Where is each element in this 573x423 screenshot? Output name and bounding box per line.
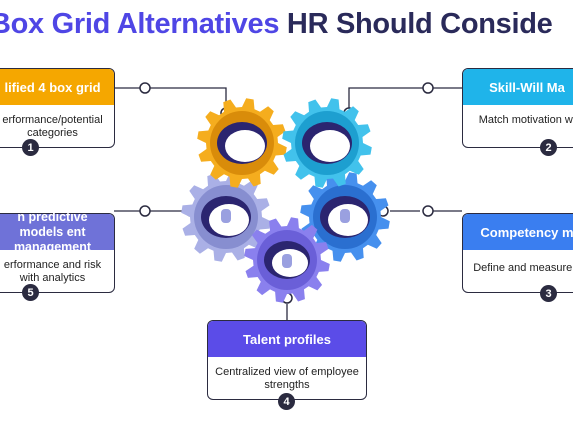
number-badge-2: 2 — [540, 139, 557, 156]
card-competency-models: Competency m Define and measure c — [462, 213, 573, 293]
card-talent-profiles: Talent profiles Centralized view of empl… — [207, 320, 367, 400]
connector-dot-3 — [422, 205, 434, 217]
number-badge-3: 3 — [540, 285, 557, 302]
number-badge-5: 5 — [22, 284, 39, 301]
number-badge-1: 1 — [22, 139, 39, 156]
gear-cyan-center — [310, 130, 350, 162]
title-highlight: Box Grid Alternatives — [0, 8, 280, 40]
card-heading: Skill-Will Ma — [463, 69, 573, 105]
connector-dot-2 — [422, 82, 434, 94]
card-heading: Competency m — [463, 214, 573, 250]
card-description: Match motivation wi — [478, 114, 573, 126]
gear-yellow-center — [225, 130, 265, 162]
card-simplified-4-box-grid: lified 4 box grid erformance/potential c… — [0, 68, 115, 148]
connector-dot-5 — [139, 205, 151, 217]
gear-axle-peg-3 — [282, 254, 292, 268]
card-heading: lified 4 box grid — [0, 69, 114, 105]
card-heading: n predictive models ent management — [0, 210, 114, 254]
number-badge-4: 4 — [278, 393, 295, 410]
connector-2-to-gear — [348, 87, 426, 108]
card-description: Centralized view of employee strengths — [215, 366, 359, 391]
connector-1-to-gear — [150, 87, 227, 108]
card-description: Define and measure c — [473, 262, 573, 274]
gear-yellow — [197, 98, 287, 188]
gear-axle-peg-1 — [221, 209, 231, 223]
card-heading: Talent profiles — [208, 321, 366, 357]
title-rest: HR Should Conside — [286, 8, 553, 40]
card-description: erformance/potential categories — [2, 114, 103, 139]
card-skill-will-matrix: Skill-Will Ma Match motivation wi — [462, 68, 573, 148]
gear-axle-peg-2 — [340, 209, 350, 223]
card-description: erformance and risk with analytics — [3, 259, 102, 284]
card-predictive-models: n predictive models ent management erfor… — [0, 210, 115, 293]
page-title: Box Grid Alternatives HR Should Conside — [0, 8, 573, 41]
connector-dot-1 — [139, 82, 151, 94]
gear-cyan — [282, 98, 372, 188]
